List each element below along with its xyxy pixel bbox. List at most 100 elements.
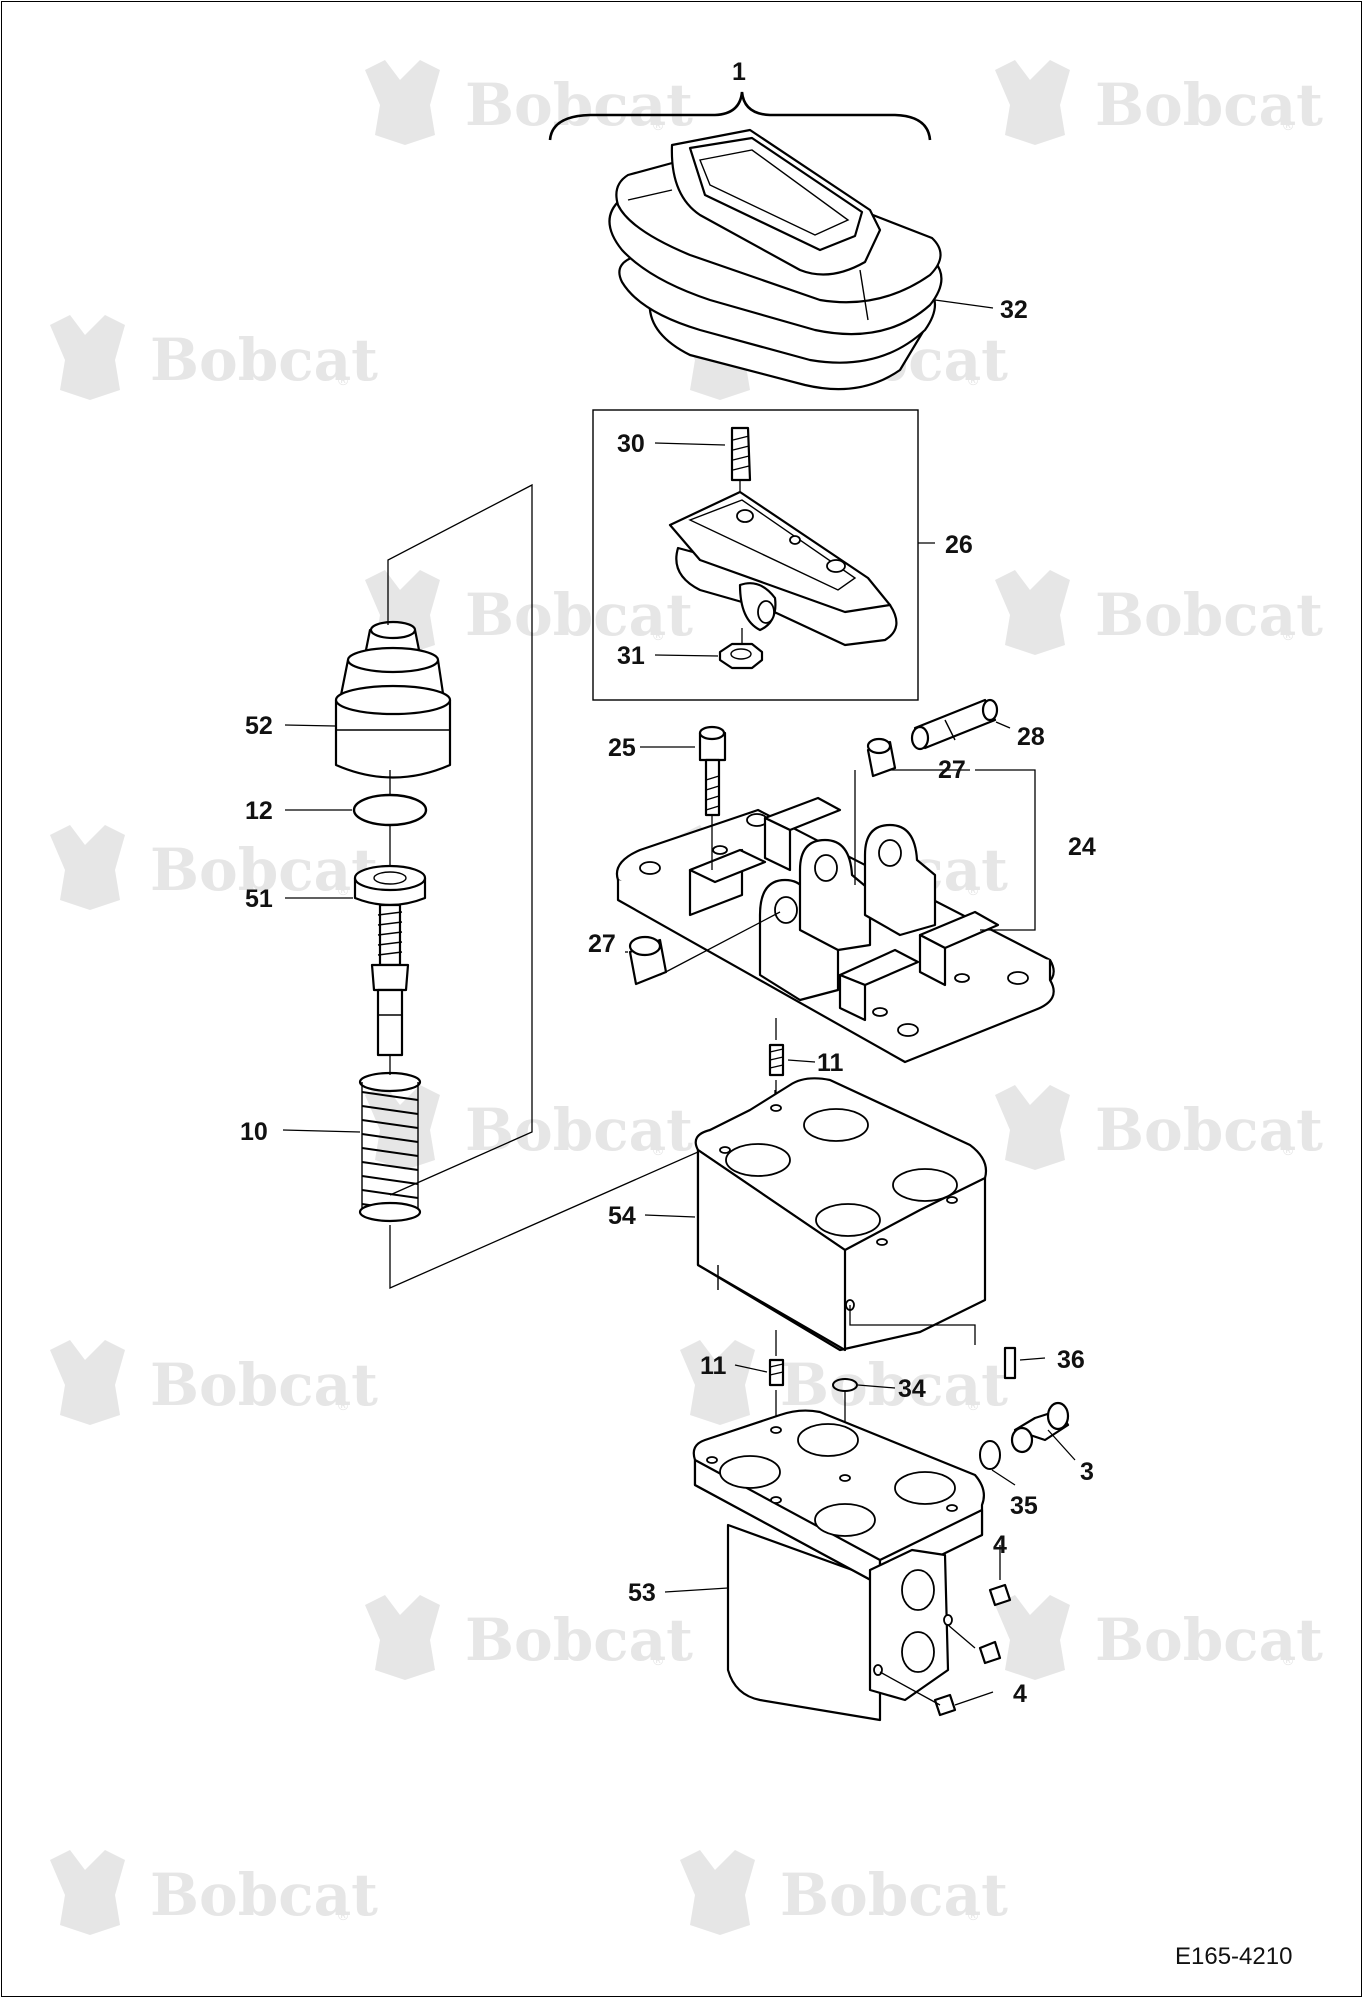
callout-30: 30 xyxy=(617,430,645,458)
watermark-text: Bobcat xyxy=(1095,71,1323,139)
watermark-text: Bobcat xyxy=(150,1351,378,1419)
callout-11-upper: 11 xyxy=(817,1049,844,1077)
callout-52: 52 xyxy=(245,712,273,740)
assembly-brace xyxy=(548,91,932,141)
callout-4-upper: 4 xyxy=(993,1531,1007,1559)
bobcat-logo-icon xyxy=(995,570,1070,655)
part-dowel-upper xyxy=(768,1018,785,1150)
watermark-3: Bobcat ® xyxy=(50,315,378,400)
watermark-reg: ® xyxy=(653,1142,664,1158)
watermark-reg: ® xyxy=(968,882,979,898)
part-spring xyxy=(358,1071,422,1223)
part-body-upper xyxy=(694,1077,988,1352)
callout-31: 31 xyxy=(617,642,645,670)
watermark-reg: ® xyxy=(653,1652,664,1668)
callout-24: 24 xyxy=(1068,833,1096,861)
part-o-ring xyxy=(352,793,428,827)
watermark-text: Bobcat xyxy=(1095,1096,1323,1164)
watermark-reg: ® xyxy=(968,1397,979,1413)
leader-lines xyxy=(282,299,1076,1706)
part-dowel-lower xyxy=(768,1330,785,1450)
watermark-13: Bobcat ® xyxy=(365,1595,693,1680)
part-pivot-block xyxy=(668,490,898,647)
watermark-text: Bobcat xyxy=(1095,581,1323,649)
watermark-text: Bobcat xyxy=(150,836,378,904)
bobcat-logo-icon xyxy=(365,1595,440,1680)
watermark-layer: Bobcat ® Bobcat ® Bobcat ® Bobcat ® Bobc… xyxy=(50,60,1323,1935)
bobcat-logo-icon xyxy=(50,1340,125,1425)
watermark-7: Bobcat ® xyxy=(50,825,378,910)
callout-32: 32 xyxy=(1000,296,1028,324)
watermark-2: Bobcat ® xyxy=(995,60,1323,145)
bobcat-logo-icon xyxy=(50,1850,125,1935)
watermark-14: Bobcat ® xyxy=(995,1595,1323,1680)
part-bushing-lower xyxy=(628,935,668,986)
watermark-text: Bobcat xyxy=(465,1096,693,1164)
bobcat-logo-icon xyxy=(680,1850,755,1935)
part-boot xyxy=(608,128,943,391)
bobcat-logo-icon xyxy=(680,1340,755,1425)
watermark-reg: ® xyxy=(653,627,664,643)
callout-3: 3 xyxy=(1080,1458,1094,1486)
callout-36: 36 xyxy=(1057,1346,1085,1374)
watermark-reg: ® xyxy=(968,1907,979,1923)
watermark-reg: ® xyxy=(338,1907,349,1923)
watermark-text: Bobcat xyxy=(465,1606,693,1674)
callout-26: 26 xyxy=(945,531,973,559)
part-cap xyxy=(334,620,452,779)
watermark-reg: ® xyxy=(1283,1142,1294,1158)
part-nut xyxy=(718,628,764,670)
part-cap-screw xyxy=(698,725,727,870)
watermark-text: Bobcat xyxy=(780,1351,1008,1419)
watermark-text: Bobcat xyxy=(465,71,693,139)
bobcat-logo-icon xyxy=(365,1085,440,1170)
watermark-text: Bobcat xyxy=(150,326,378,394)
watermark-text: Bobcat xyxy=(1095,1606,1323,1674)
watermark-text: Bobcat xyxy=(465,581,693,649)
document-id: E165-4210 xyxy=(1175,1943,1292,1970)
bushing-lead xyxy=(659,911,781,976)
watermark-reg: ® xyxy=(338,1397,349,1413)
callout-12: 12 xyxy=(245,797,273,825)
callout-labels: 1 32 30 26 31 52 25 28 27 24 12 51 27 11… xyxy=(240,58,1096,1708)
callout-25: 25 xyxy=(608,734,636,762)
watermark-reg: ® xyxy=(338,372,349,388)
callout-4-lower: 4 xyxy=(1013,1680,1027,1708)
watermark-reg: ® xyxy=(1283,1652,1294,1668)
watermark-6: Bobcat ® xyxy=(995,570,1323,655)
bobcat-logo-icon xyxy=(50,315,125,400)
callout-27-lower: 27 xyxy=(588,930,616,958)
part-bushing-upper xyxy=(866,737,897,778)
part-pin xyxy=(910,698,999,751)
watermark-reg: ® xyxy=(968,372,979,388)
watermark-12: Bobcat ® xyxy=(680,1340,1008,1425)
callout-51: 51 xyxy=(245,885,273,913)
watermark-9: Bobcat ® xyxy=(365,1085,693,1170)
subassembly-box xyxy=(592,409,919,701)
callout-53: 53 xyxy=(628,1579,656,1607)
watermark-16: Bobcat ® xyxy=(680,1850,1008,1935)
part-plug xyxy=(1010,1401,1070,1454)
callout-34: 34 xyxy=(898,1375,926,1403)
watermark-reg: ® xyxy=(1283,117,1294,133)
watermark-5: Bobcat ® xyxy=(365,570,693,655)
callout-1: 1 xyxy=(732,58,746,86)
part-o-ring-plug xyxy=(979,1440,1001,1470)
watermark-text: Bobcat xyxy=(150,1861,378,1929)
bracket-24 xyxy=(975,769,1036,931)
part-body-lower xyxy=(692,1409,985,1722)
callout-11-lower: 11 xyxy=(700,1352,727,1380)
watermark-reg: ® xyxy=(653,117,664,133)
callout-28: 28 xyxy=(1017,723,1045,751)
bobcat-logo-icon xyxy=(995,1595,1070,1680)
part-plunger xyxy=(353,864,427,1057)
part-roll-pin xyxy=(1003,1346,1017,1380)
bobcat-logo-icon xyxy=(995,1085,1070,1170)
part-base-plate xyxy=(615,796,1055,1064)
callout-35: 35 xyxy=(1010,1492,1038,1520)
bobcat-logo-icon xyxy=(995,60,1070,145)
callout-54: 54 xyxy=(608,1202,636,1230)
part-set-plugs xyxy=(879,1545,1012,1717)
watermark-1: Bobcat ® xyxy=(365,60,693,145)
